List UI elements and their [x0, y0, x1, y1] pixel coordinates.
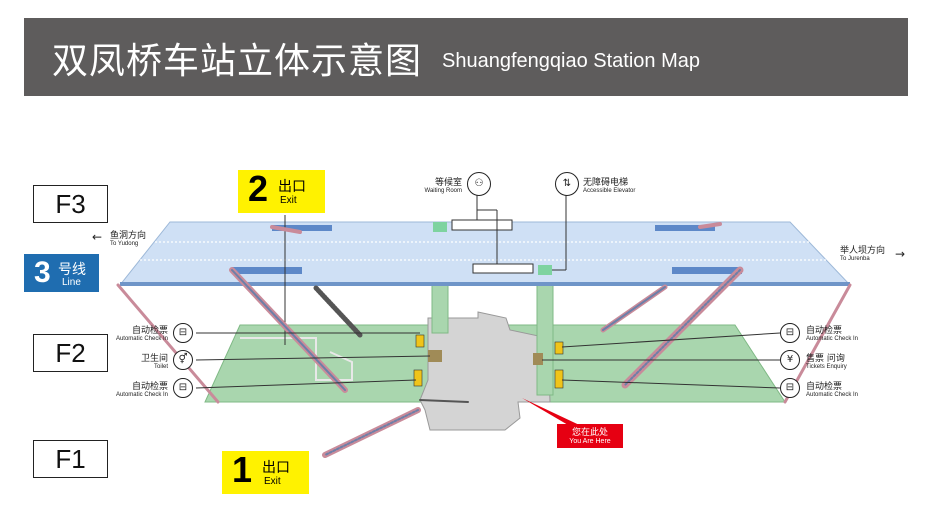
toilet-icon: ⚥ — [173, 350, 193, 370]
toilet-en: Toilet — [153, 364, 168, 370]
right-check-bottom-en: Automatic Check In — [806, 392, 859, 398]
header-bar: 双凤桥车站立体示意图 Shuangfengqiao Station Map — [24, 18, 908, 96]
line-number: 3 — [34, 256, 51, 289]
exit-2-en: Exit — [280, 195, 297, 206]
exit-1-cn: 出口 — [262, 460, 290, 476]
elevator-en: Accessible Elevator — [583, 188, 636, 194]
exit-2-cn: 出口 — [278, 179, 306, 195]
arrow-left-icon: ← — [92, 230, 103, 244]
tickets-en: Tickets Enquiry — [806, 364, 847, 370]
exit-2-sign: 2 出口 Exit — [238, 168, 325, 213]
direction-yudong-cn: 鱼洞方向 — [110, 231, 147, 241]
ticket-office-icon: ¥ — [780, 350, 800, 370]
direction-yudong-en: To Yudong — [110, 241, 139, 247]
exit-1-en: Exit — [264, 476, 281, 487]
waiting-room-icon: ⚇ — [467, 172, 491, 196]
toilet-label: 卫生间 Toilet — [100, 351, 168, 370]
elevator-shaft-top — [433, 222, 447, 232]
elevator-cn: 无障碍电梯 — [583, 178, 629, 188]
direction-jurenba-cn: 举人坝方向 — [840, 246, 886, 256]
page-title-en: Shuangfengqiao Station Map — [442, 50, 700, 72]
exit-2-number: 2 — [248, 168, 269, 209]
ticket-gate-icon: ⊟ — [780, 378, 800, 398]
floor-f3-label: F3 — [33, 185, 108, 223]
left-check-top-label: 自动检票 Automatic Check In — [100, 323, 168, 342]
right-check-bottom-label: 自动检票 Automatic Check In — [806, 379, 858, 398]
floor-f2-label: F2 — [33, 334, 108, 372]
right-check-top-en: Automatic Check In — [806, 336, 859, 342]
waiting-room-en: Waiting Room — [424, 188, 462, 194]
direction-jurenba: 举人坝方向 To Jurenba — [840, 243, 885, 262]
direction-yudong: 鱼洞方向 To Yudong — [110, 228, 146, 247]
left-check-top-en: Automatic Check In — [115, 336, 168, 342]
elevator-icon: ⇅ — [555, 172, 579, 196]
platform-top — [118, 221, 852, 286]
right-check-top-label: 自动检票 Automatic Check In — [806, 323, 858, 342]
waiting-room-label: 等候室 Waiting Room — [412, 175, 462, 194]
toilet-cn: 卫生间 — [140, 354, 168, 364]
exit-1-number: 1 — [232, 449, 253, 490]
you-are-here-cn: 您在此处 — [571, 428, 608, 438]
tickets-label: 售票 问询 Tickets Enquiry — [806, 351, 847, 370]
floor-f1-label: F1 — [33, 440, 108, 478]
elevator-label: 无障碍电梯 Accessible Elevator — [583, 175, 635, 194]
right-check-top-cn: 自动检票 — [806, 326, 843, 336]
you-are-here-en: You Are Here — [569, 438, 611, 445]
right-check-bottom-cn: 自动检票 — [806, 382, 843, 392]
ticket-office — [428, 350, 442, 362]
pillar-right — [536, 284, 554, 396]
left-check-bottom-label: 自动检票 Automatic Check In — [100, 379, 168, 398]
you-are-here-marker: 您在此处 You Are Here — [557, 424, 623, 448]
arrow-right-icon: → — [895, 247, 906, 261]
line-label-en: Line — [62, 277, 81, 288]
pillar-left — [431, 284, 449, 334]
elevator-shaft-bottom — [538, 265, 552, 275]
exit-1-sign: 1 出口 Exit — [222, 449, 309, 494]
left-check-bottom-en: Automatic Check In — [115, 392, 168, 398]
ticket-gate-icon: ⊟ — [780, 323, 800, 343]
ticket-gate-icon: ⊟ — [173, 323, 193, 343]
ticket-gate-icon: ⊟ — [173, 378, 193, 398]
waiting-room-cn: 等候室 — [434, 178, 462, 188]
left-check-bottom-cn: 自动检票 — [131, 382, 168, 392]
tickets-cn: 售票 问询 — [806, 354, 845, 364]
page-title-cn: 双凤桥车站立体示意图 — [52, 41, 423, 82]
line-3-badge: 3 号线 Line — [24, 254, 99, 292]
left-check-top-cn: 自动检票 — [131, 326, 168, 336]
direction-jurenba-en: To Jurenba — [840, 256, 870, 262]
line-label-cn: 号线 — [58, 262, 86, 278]
